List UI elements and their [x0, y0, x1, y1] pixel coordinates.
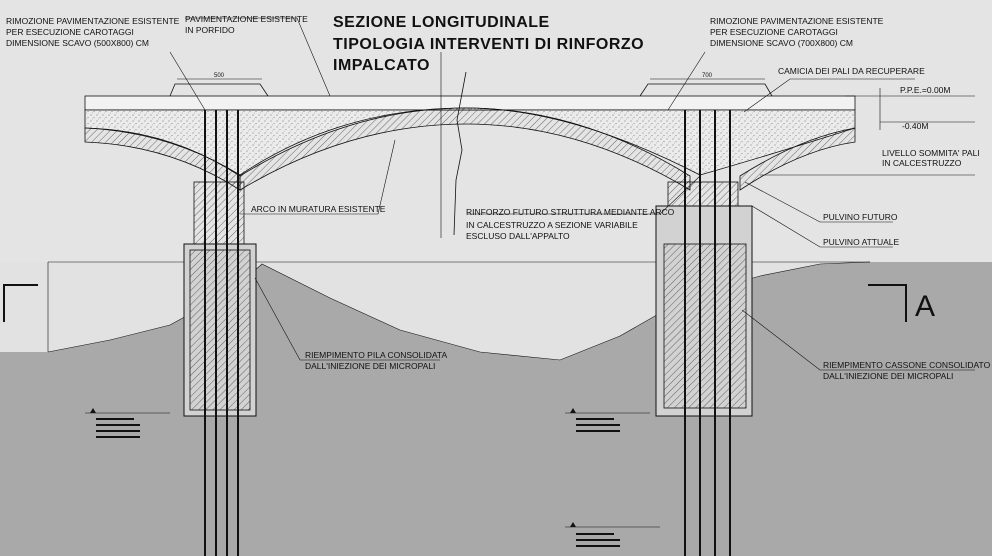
label-rimozione-left-1: RIMOZIONE PAVIMENTAZIONE ESISTENTE — [6, 16, 180, 26]
right-pier-fill — [663, 243, 747, 409]
left-pier-fill — [189, 249, 251, 411]
level-triangle-bottom — [570, 522, 576, 527]
dimension-right: 700 — [702, 73, 713, 79]
label-livello-2: IN CALCESTRUZZO — [882, 158, 962, 168]
leader-arco — [240, 139, 396, 215]
leader-riempimento-pila — [254, 277, 440, 361]
label-riempimento-cassone-1: RIEMPIMENTO CASSONE CONSOLIDATO — [823, 360, 991, 370]
label-camicia: CAMICIA DEI PALI DA RECUPERARE — [778, 66, 925, 76]
label-rimozione-right-2: PER ESECUZIONE CAROTAGGI — [710, 27, 838, 37]
label-rinforzo-1: RINFORZO FUTURO STRUTTURA MEDIANTE ARCO — [466, 207, 675, 217]
leader-rimozione-left — [169, 51, 206, 111]
label-arco: ARCO IN MURATURA ESISTENTE — [251, 204, 386, 214]
label-riempimento-pila-1: RIEMPIMENTO PILA CONSOLIDATA — [305, 350, 447, 360]
label-pavimentazione-2: IN PORFIDO — [185, 25, 235, 35]
section-mark-right — [868, 284, 907, 322]
leader-camicia — [743, 78, 915, 113]
leader-pulvino-attuale — [751, 205, 893, 248]
section-mark-left — [3, 284, 38, 322]
label-rimozione-right-3: DIMENSIONE SCAVO (700x800) cm — [710, 38, 853, 48]
level-notes-mid — [576, 418, 620, 432]
label-rinforzo-3: ESCLUSO DALL'APPALTO — [466, 231, 570, 241]
label-riempimento-pila-2: DALL'INIEZIONE DEI MICROPALI — [305, 361, 435, 371]
break-line — [453, 71, 467, 236]
label-pulvino-futuro: PULVINO FUTURO — [823, 212, 898, 222]
leader-pulvino-futuro — [744, 181, 893, 223]
label-pulvino-attuale: PULVINO ATTUALE — [823, 237, 900, 247]
title-line-1: SEZIONE LONGITUDINALE — [333, 14, 550, 31]
label-livello-1: LIVELLO SOMMITA' PALI — [882, 148, 980, 158]
label-pavimentazione-1: PAVIMENTAZIONE ESISTENTE — [185, 14, 308, 24]
label-rimozione-right-1: RIMOZIONE PAVIMENTAZIONE ESISTENTE — [710, 16, 884, 26]
label-rimozione-left-2: PER ESECUZIONE CAROTAGGI — [6, 27, 134, 37]
title-line-2: TIPOLOGIA INTERVENTI DI RINFORZO — [333, 36, 644, 53]
label-riempimento-cassone-2: DALL'INIEZIONE DEI MICROPALI — [823, 371, 953, 381]
pit-left — [169, 83, 269, 97]
left-pier-cap — [193, 181, 245, 245]
leader-riempimento-cassone — [741, 309, 975, 371]
dimension-left: 500 — [214, 73, 225, 79]
right-arch — [739, 127, 856, 191]
label-minus040: -0.40m — [902, 121, 928, 131]
leader-rinforzo — [467, 175, 701, 215]
label-rimozione-left-3: DIMENSIONE SCAVO (500x800) cm — [6, 38, 149, 48]
level-triangle-left — [90, 408, 96, 413]
section-letter: A — [915, 290, 935, 323]
leader-pavimentazione — [185, 17, 331, 97]
level-notes-bottom — [576, 533, 620, 547]
label-ppe: P.P.E.=0.00m — [900, 85, 951, 95]
title-line-3: IMPALCATO — [333, 57, 430, 74]
level-triangle-mid — [570, 408, 576, 413]
leader-rimozione-right — [667, 51, 706, 111]
level-notes-left — [96, 418, 140, 438]
pit-right — [639, 83, 773, 97]
label-rinforzo-2: IN CALCESTRUZZO A SEZIONE VARIABILE — [466, 220, 638, 230]
